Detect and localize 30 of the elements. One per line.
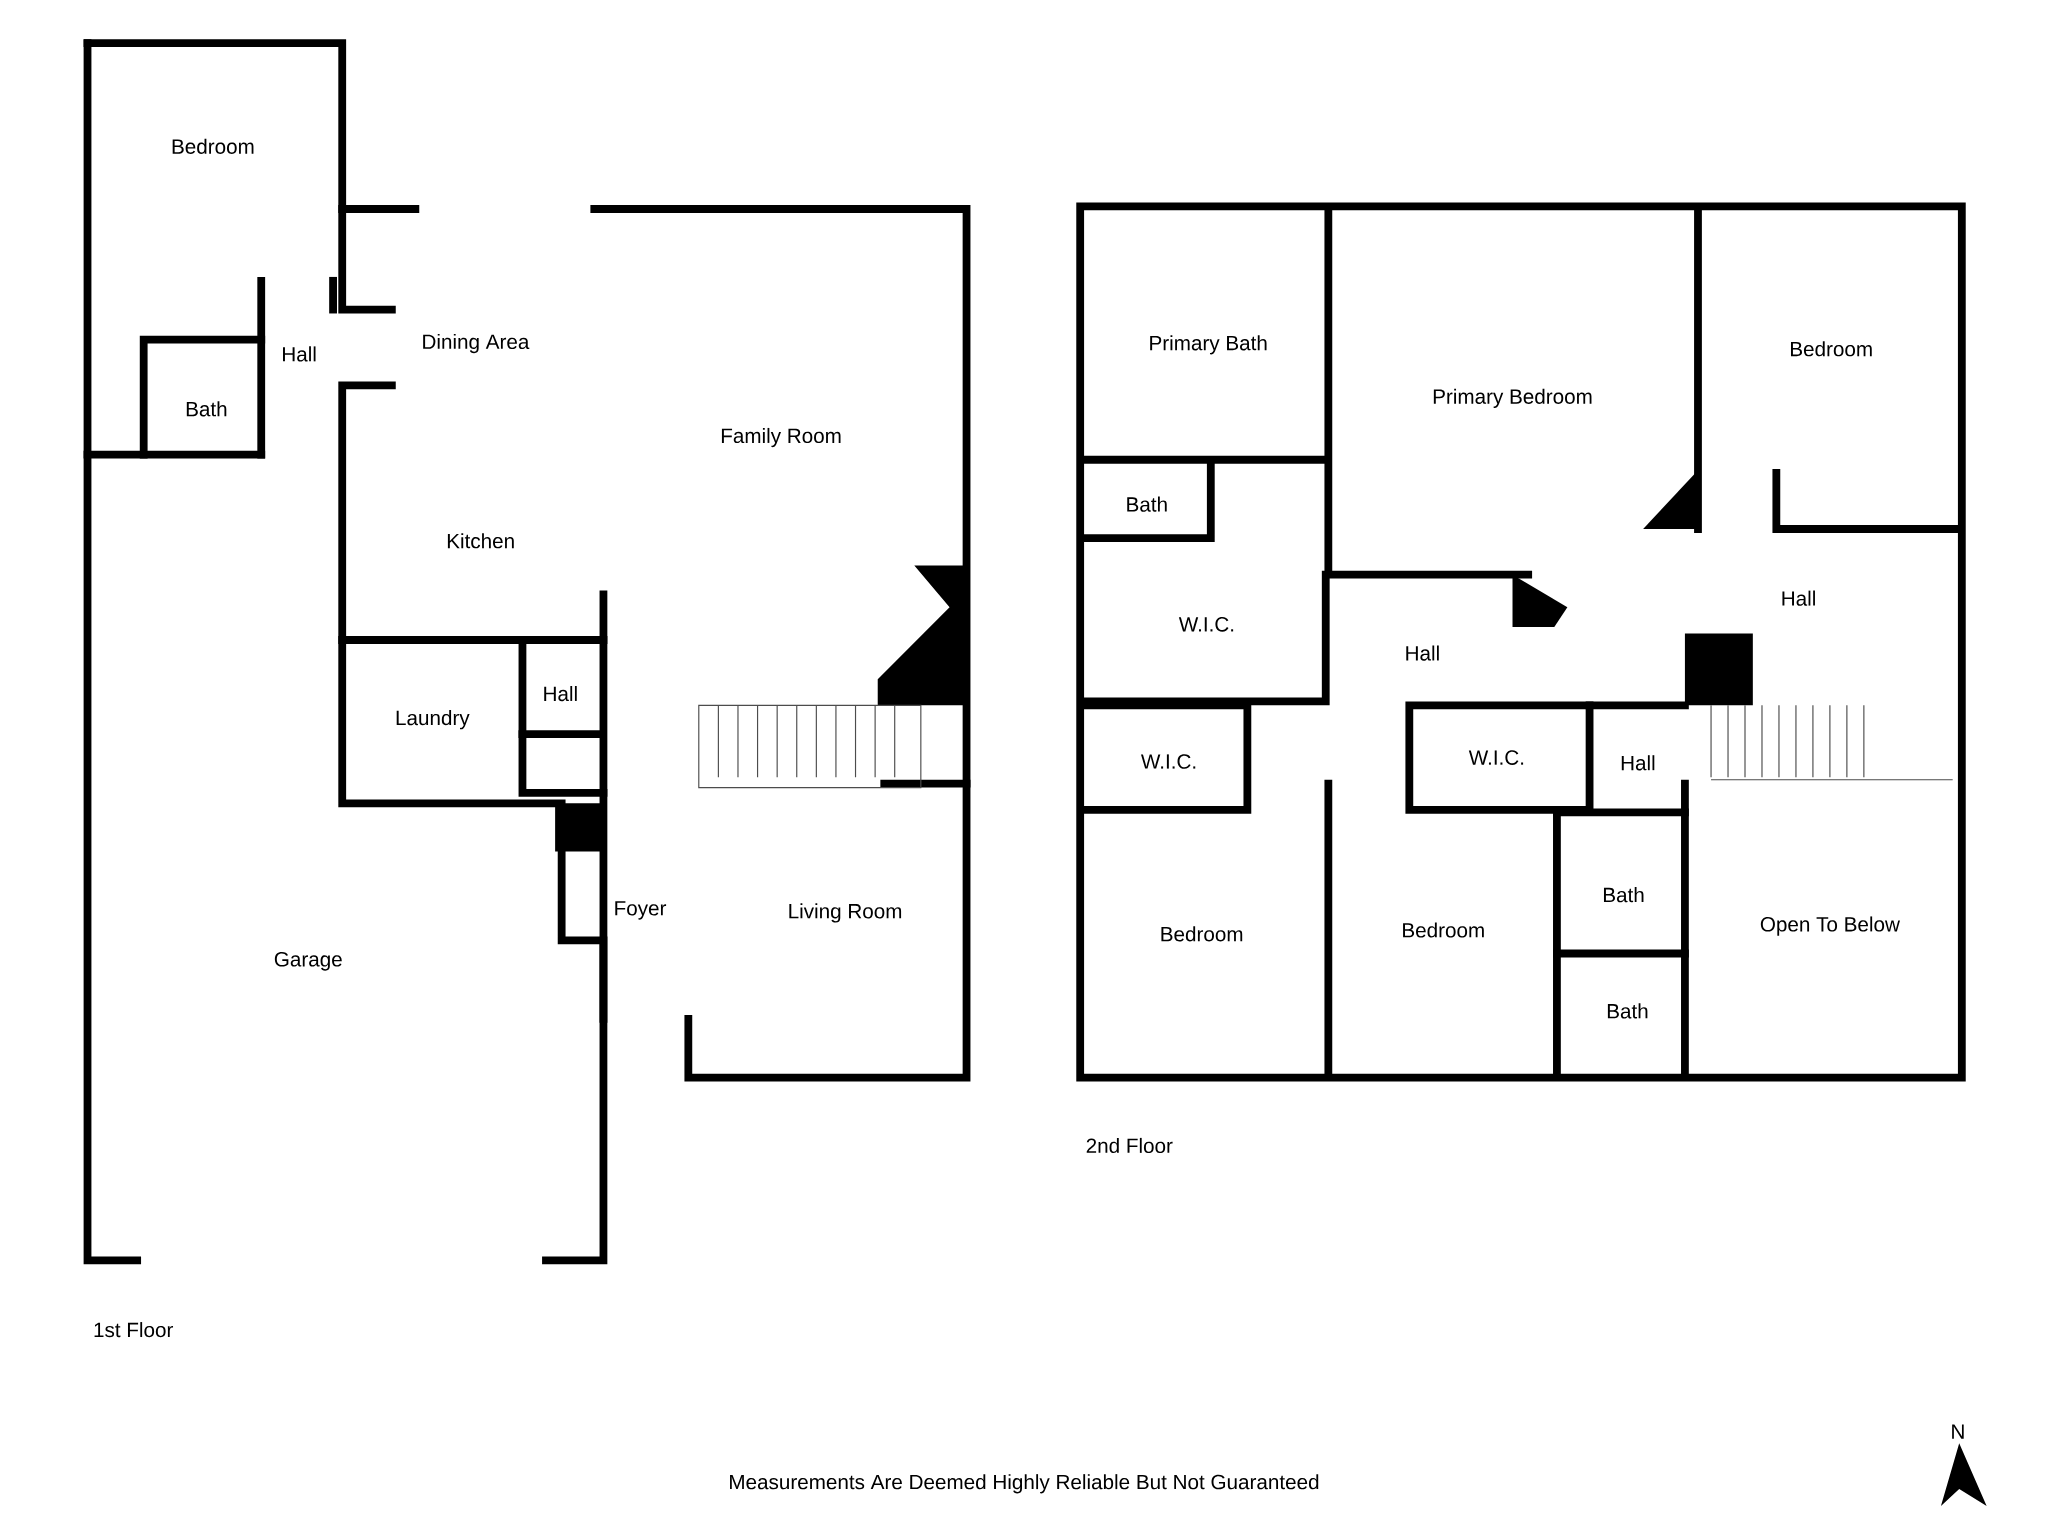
caption: Measurements Are Deemed Highly Reliable But Not Guaranteed <box>730 1474 1319 1494</box>
room-label: Hall <box>544 685 577 702</box>
room-label: Bedroom <box>1791 341 1872 357</box>
room-label: Hall <box>1406 645 1439 661</box>
room-label: Dining Area <box>423 333 530 354</box>
room-label: Hall <box>1782 590 1815 606</box>
room-label: Bedroom <box>1161 926 1243 942</box>
room-label: Bath <box>1127 496 1167 512</box>
room-label: 2nd Floor <box>1086 1137 1173 1154</box>
room-label: Open To Below <box>1760 916 1900 936</box>
room-label: Hall <box>283 346 316 362</box>
room-label: Primary Bath <box>1150 335 1267 355</box>
room-label: Primary Bedroom <box>1433 388 1592 408</box>
room-label: W.I.C. <box>1178 617 1234 632</box>
room-label: Kitchen <box>447 533 514 549</box>
room-label: Bath <box>1604 887 1644 903</box>
room-label: W.I.C. <box>1141 754 1196 769</box>
room-label: Laundry <box>396 710 470 730</box>
room-label: Hall <box>1621 755 1655 771</box>
room-label: Bedroom <box>1403 922 1484 938</box>
room-label: Bedroom <box>172 138 254 154</box>
room-label: Bath <box>186 401 227 417</box>
room-label: 1st Floor <box>94 1322 174 1338</box>
room-label: Foyer <box>615 901 667 920</box>
room-label: N <box>1952 1424 1964 1439</box>
room-label: Bath <box>1607 1003 1648 1019</box>
room-label: Family Room <box>721 427 841 448</box>
room-label: W.I.C. <box>1468 750 1524 765</box>
room-label: Garage <box>274 951 342 971</box>
room-label: Living Room <box>789 903 902 923</box>
